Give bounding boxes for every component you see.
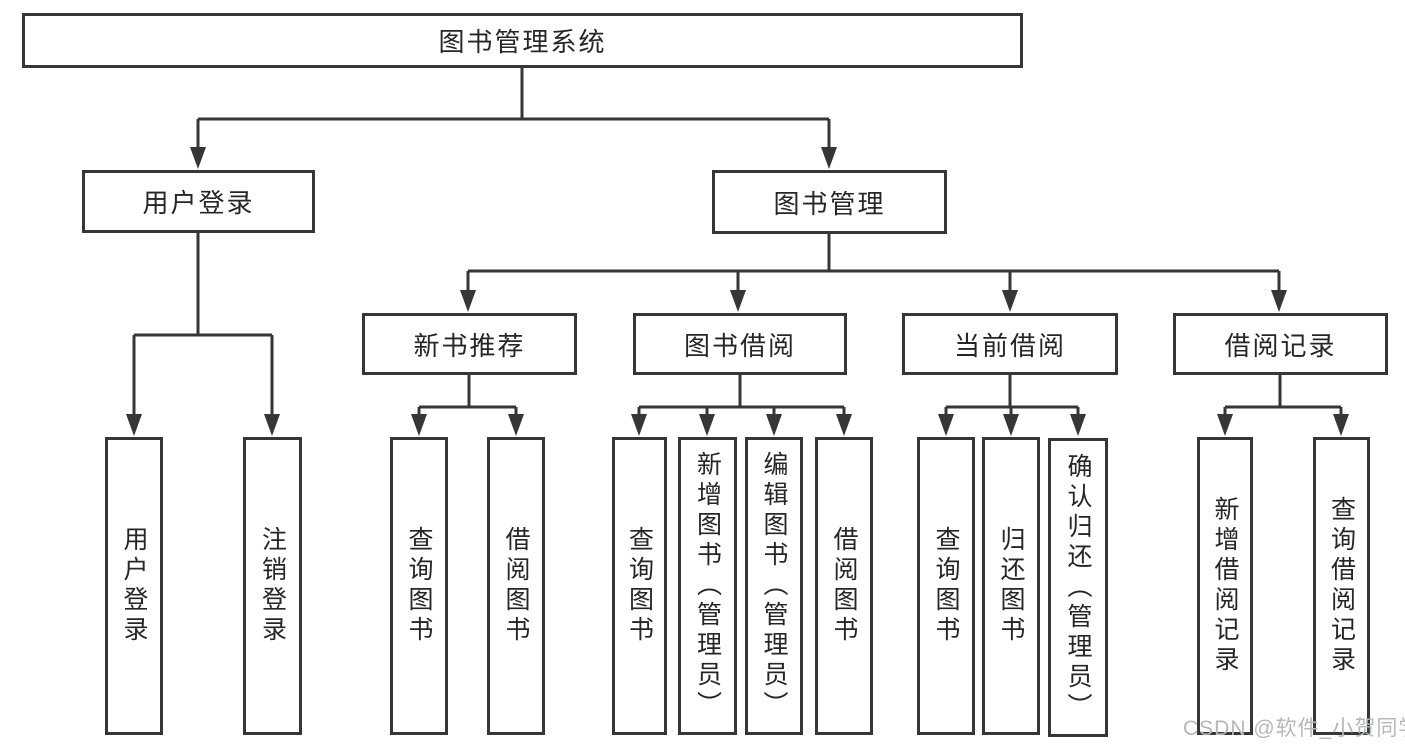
leaf-query-books-borrow: 查询图书 bbox=[612, 437, 667, 735]
node-book-borrowing: 图书借阅 bbox=[633, 313, 847, 375]
node-root-system: 图书管理系统 bbox=[22, 13, 1023, 68]
arrowhead bbox=[699, 414, 715, 436]
node-book-management: 图书管理 bbox=[712, 170, 947, 234]
leaf-query-borrow-record: 查询借阅记录 bbox=[1313, 437, 1370, 735]
arrowhead bbox=[1217, 414, 1233, 436]
arrowhead bbox=[1333, 414, 1349, 436]
arrowhead bbox=[460, 290, 476, 312]
arrowhead bbox=[821, 147, 837, 169]
connector-borrow-record-to-leaves bbox=[1217, 375, 1349, 436]
arrowhead bbox=[1002, 290, 1018, 312]
arrowhead bbox=[938, 414, 954, 436]
connector-book-mgmt-to-level3 bbox=[460, 234, 1287, 312]
leaf-return-books: 归还图书 bbox=[982, 437, 1040, 735]
leaf-edit-books-admin: 编辑图书（管理员） bbox=[745, 437, 803, 735]
connector-book-borrow-to-leaves bbox=[631, 375, 852, 436]
node-borrow-records: 借阅记录 bbox=[1173, 313, 1388, 375]
arrowhead bbox=[411, 414, 427, 436]
connector-root-to-level2 bbox=[190, 68, 837, 169]
leaf-borrow-books: 借阅图书 bbox=[815, 437, 873, 735]
node-current-borrowing: 当前借阅 bbox=[902, 313, 1118, 375]
leaf-query-books-current: 查询图书 bbox=[917, 437, 975, 735]
leaf-add-borrow-record: 新增借阅记录 bbox=[1197, 437, 1253, 735]
arrowhead bbox=[1271, 290, 1287, 312]
connector-user-login-to-leaves bbox=[126, 233, 280, 436]
csdn-watermark: CSDN @软件_小贺同学 bbox=[1183, 717, 1405, 740]
connector-new-book-rec-to-leaves bbox=[411, 375, 524, 436]
leaf-add-books-admin: 新增图书（管理员） bbox=[678, 437, 737, 735]
arrowhead bbox=[1003, 414, 1019, 436]
arrowhead bbox=[190, 147, 206, 169]
arrowhead bbox=[631, 414, 647, 436]
arrowhead bbox=[264, 414, 280, 436]
arrowhead bbox=[1070, 414, 1086, 436]
arrowhead bbox=[126, 414, 142, 436]
leaf-logout: 注销登录 bbox=[243, 437, 302, 735]
node-user-login: 用户登录 bbox=[82, 170, 315, 233]
arrowhead bbox=[766, 414, 782, 436]
arrowhead bbox=[836, 414, 852, 436]
leaf-user-login: 用户登录 bbox=[105, 437, 163, 735]
arrowhead bbox=[508, 414, 524, 436]
node-new-book-recommend: 新书推荐 bbox=[362, 313, 577, 375]
connector-current-borrow-to-leaves bbox=[938, 375, 1086, 436]
arrowhead bbox=[730, 290, 746, 312]
leaf-borrow-books-recommend: 借阅图书 bbox=[487, 437, 545, 735]
leaf-query-books-recommend: 查询图书 bbox=[390, 437, 448, 735]
leaf-confirm-return-admin: 确认归还（管理员） bbox=[1048, 438, 1108, 737]
